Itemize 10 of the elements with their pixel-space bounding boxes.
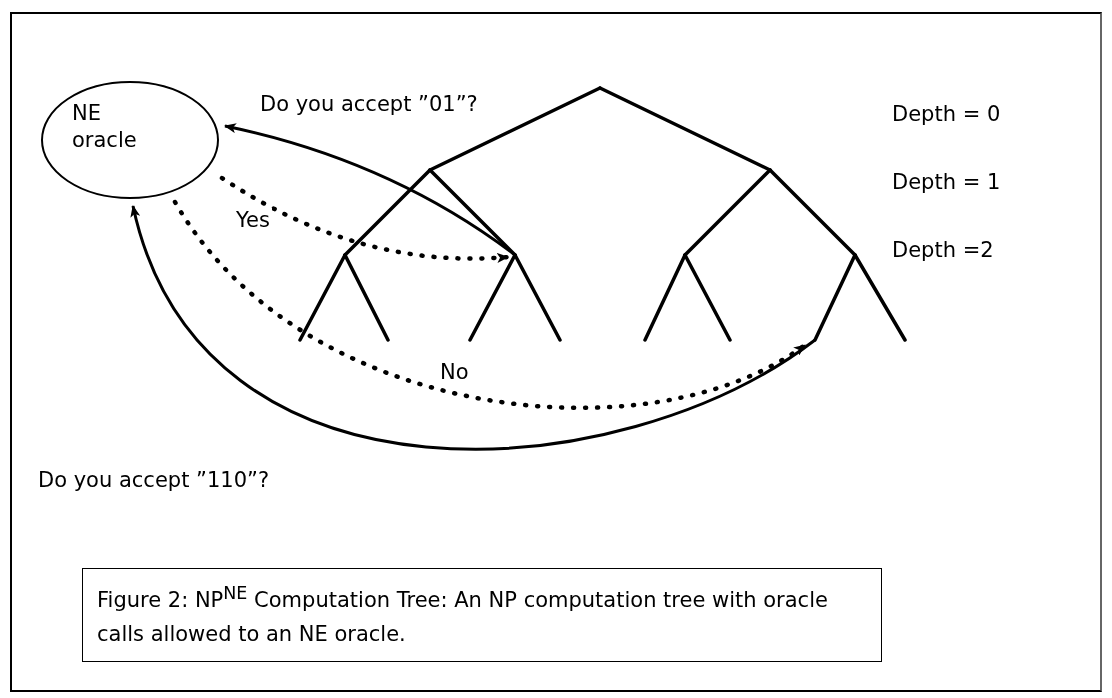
depth-label: Depth = 0 [892,102,1001,127]
figure-caption: Figure 2: NP$^{NE}$ Computation Tree: An NP computation tree with oracle calls allowed to an NE oracle. [82,568,882,663]
depth-label: Depth = 1 [892,170,1001,195]
arrow [131,205,816,451]
node-label: NE oracle [72,100,138,155]
depth-label: Depth =2 [892,238,994,263]
oracle-ellipse [41,81,219,199]
arrow [224,123,516,257]
dotted-arrow [219,175,511,263]
dotted-arrow [172,199,808,410]
